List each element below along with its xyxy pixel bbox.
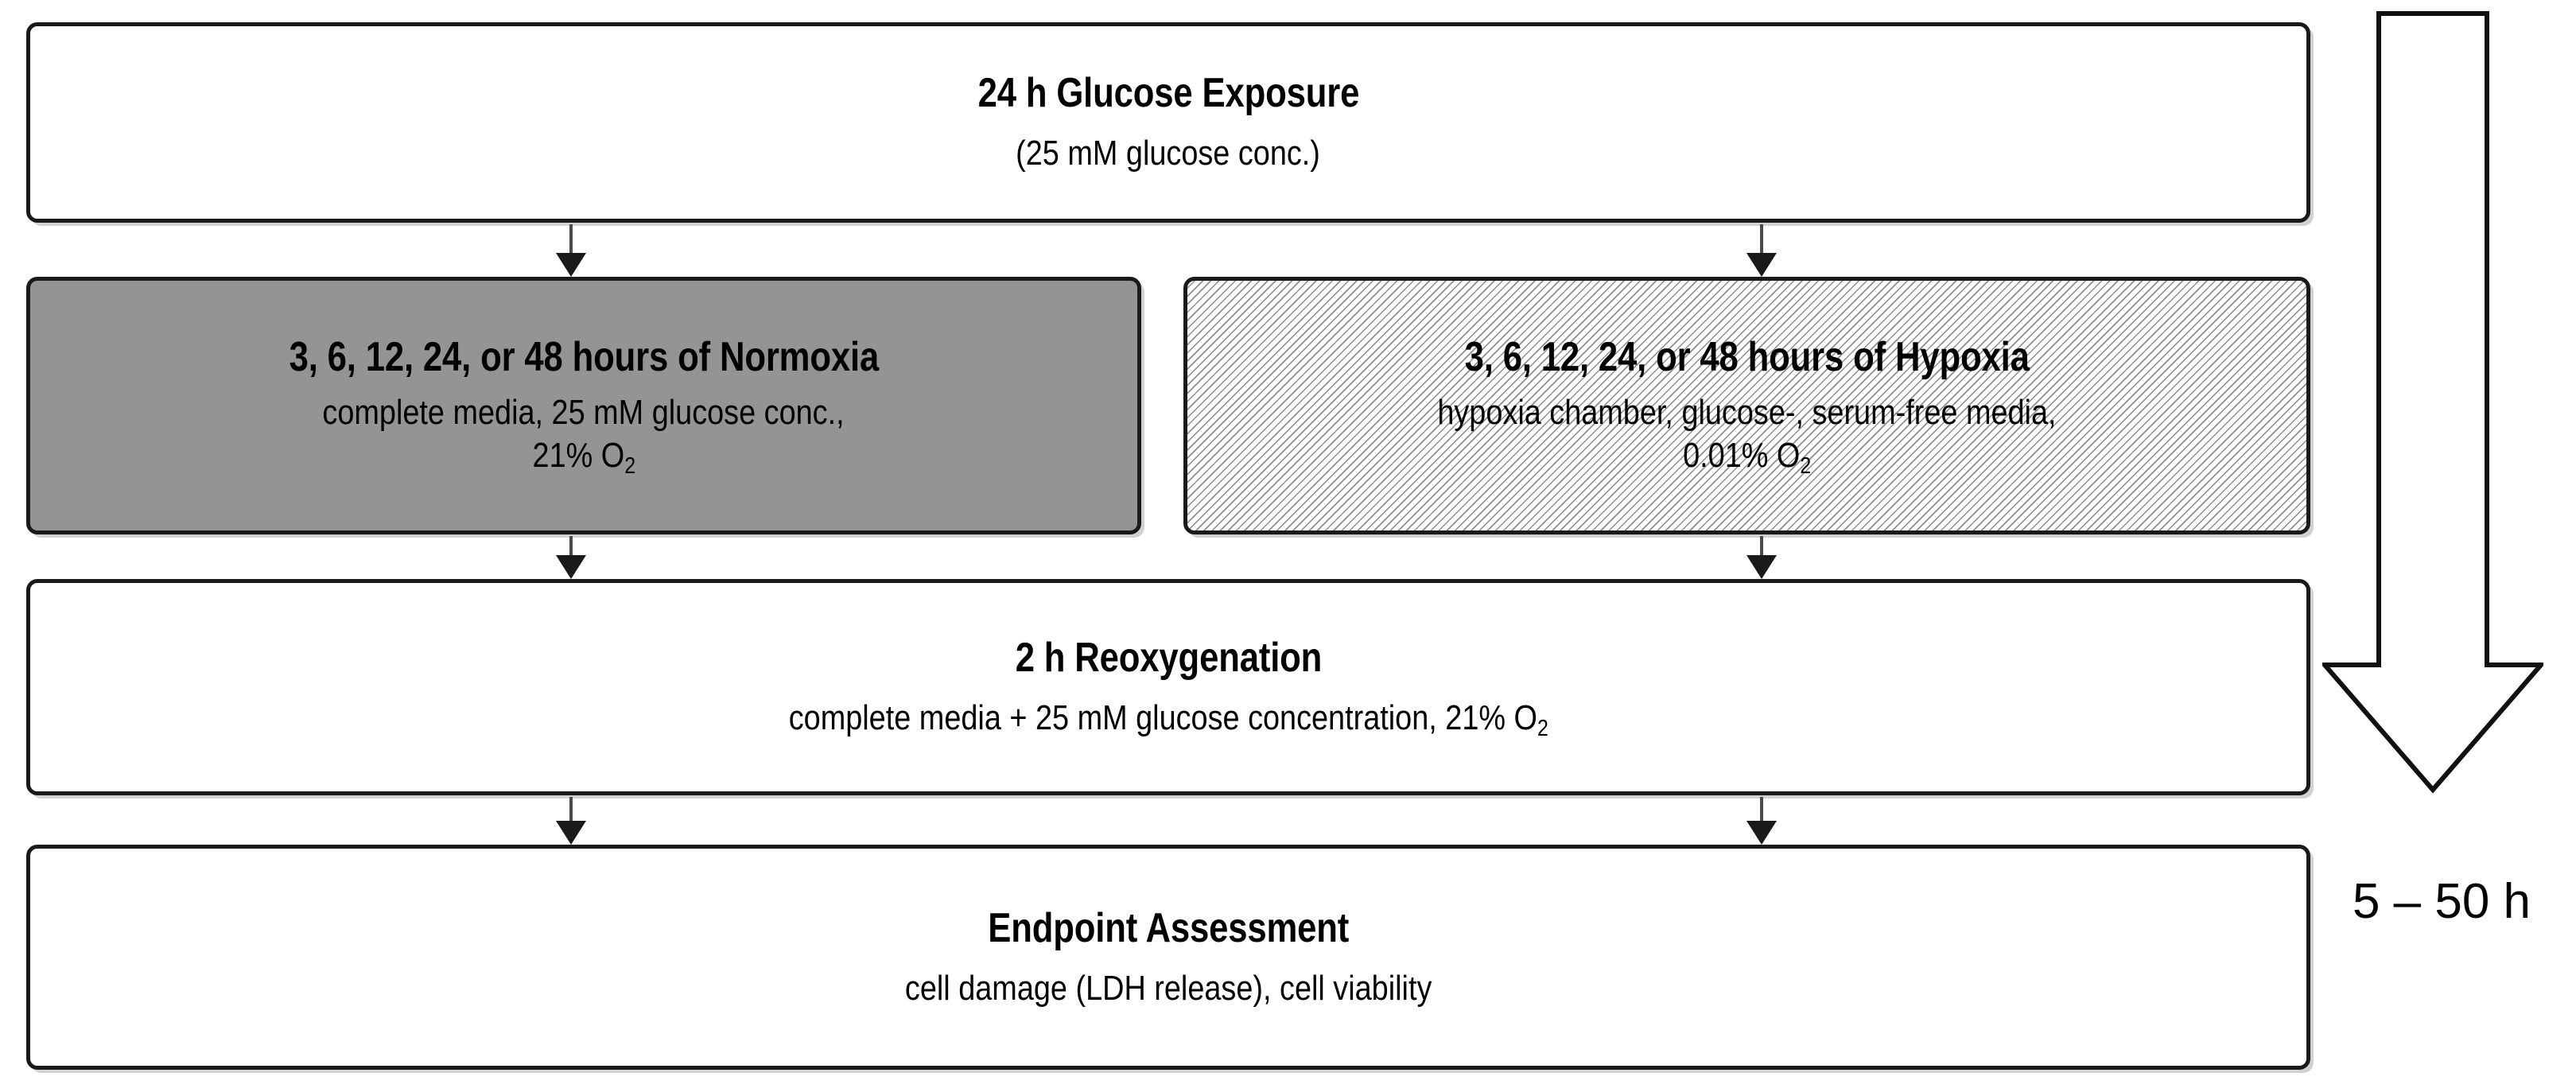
normoxia-title: 3, 6, 12, 24, or 48 hours of Normoxia (289, 334, 879, 381)
hypoxia-title: 3, 6, 12, 24, or 48 hours of Hypoxia (1464, 334, 2030, 381)
step-box-reoxygenation: 2 h Reoxygenation complete media + 25 mM… (26, 579, 2310, 795)
normoxia-subtitle-line1: complete media, 25 mM glucose conc., (322, 393, 845, 433)
hypoxia-oxygen-subscript: 2 (1800, 453, 1812, 480)
connector-stem (1760, 797, 1763, 822)
arrowhead-down-icon (556, 821, 586, 845)
step-box-hypoxia: 3, 6, 12, 24, or 48 hours of Hypoxia hyp… (1183, 277, 2310, 534)
arrowhead-down-icon (1746, 555, 1777, 579)
glucose-exposure-subtitle: (25 mM glucose conc.) (1016, 134, 1321, 173)
hypoxia-subtitle-line2: 0.01% O2 (1682, 434, 1812, 480)
connector-stem (569, 224, 573, 255)
reoxygenation-subtitle-text: complete media + 25 mM glucose concentra… (788, 698, 1537, 738)
step-box-glucose-exposure: 24 h Glucose Exposure (25 mM glucose con… (26, 22, 2310, 223)
arrowhead-down-icon (1746, 253, 1777, 277)
hypoxia-oxygen-percent: 0.01% O (1682, 436, 1801, 476)
connector-stem (569, 797, 573, 822)
normoxia-subtitle-line2: 21% O2 (532, 434, 635, 480)
arrowhead-down-icon (1746, 821, 1777, 845)
step-box-endpoint-assessment: Endpoint Assessment cell damage (LDH rel… (26, 845, 2310, 1070)
normoxia-oxygen-percent: 21% O (532, 436, 624, 476)
arrowhead-down-icon (556, 253, 586, 277)
hypoxia-subtitle-line1: hypoxia chamber, glucose-, serum-free me… (1437, 393, 2057, 433)
glucose-exposure-title: 24 h Glucose Exposure (977, 70, 1359, 117)
reoxygenation-oxygen-subscript: 2 (1537, 716, 1548, 742)
timeline-arrow-down-icon (2322, 11, 2543, 795)
connector-stem (1760, 224, 1763, 255)
timeline-duration-label: 5 – 50 h (2352, 874, 2531, 929)
normoxia-oxygen-subscript: 2 (624, 453, 635, 480)
reoxygenation-subtitle: complete media + 25 mM glucose concentra… (788, 697, 1548, 740)
endpoint-title: Endpoint Assessment (988, 904, 1349, 951)
connector-stem (569, 536, 573, 557)
connector-stem (1760, 536, 1763, 557)
arrowhead-down-icon (556, 555, 586, 579)
endpoint-subtitle: cell damage (LDH release), cell viabilit… (904, 968, 1432, 1008)
step-box-normoxia: 3, 6, 12, 24, or 48 hours of Normoxia co… (26, 277, 1141, 534)
reoxygenation-title: 2 h Reoxygenation (1015, 635, 1322, 682)
